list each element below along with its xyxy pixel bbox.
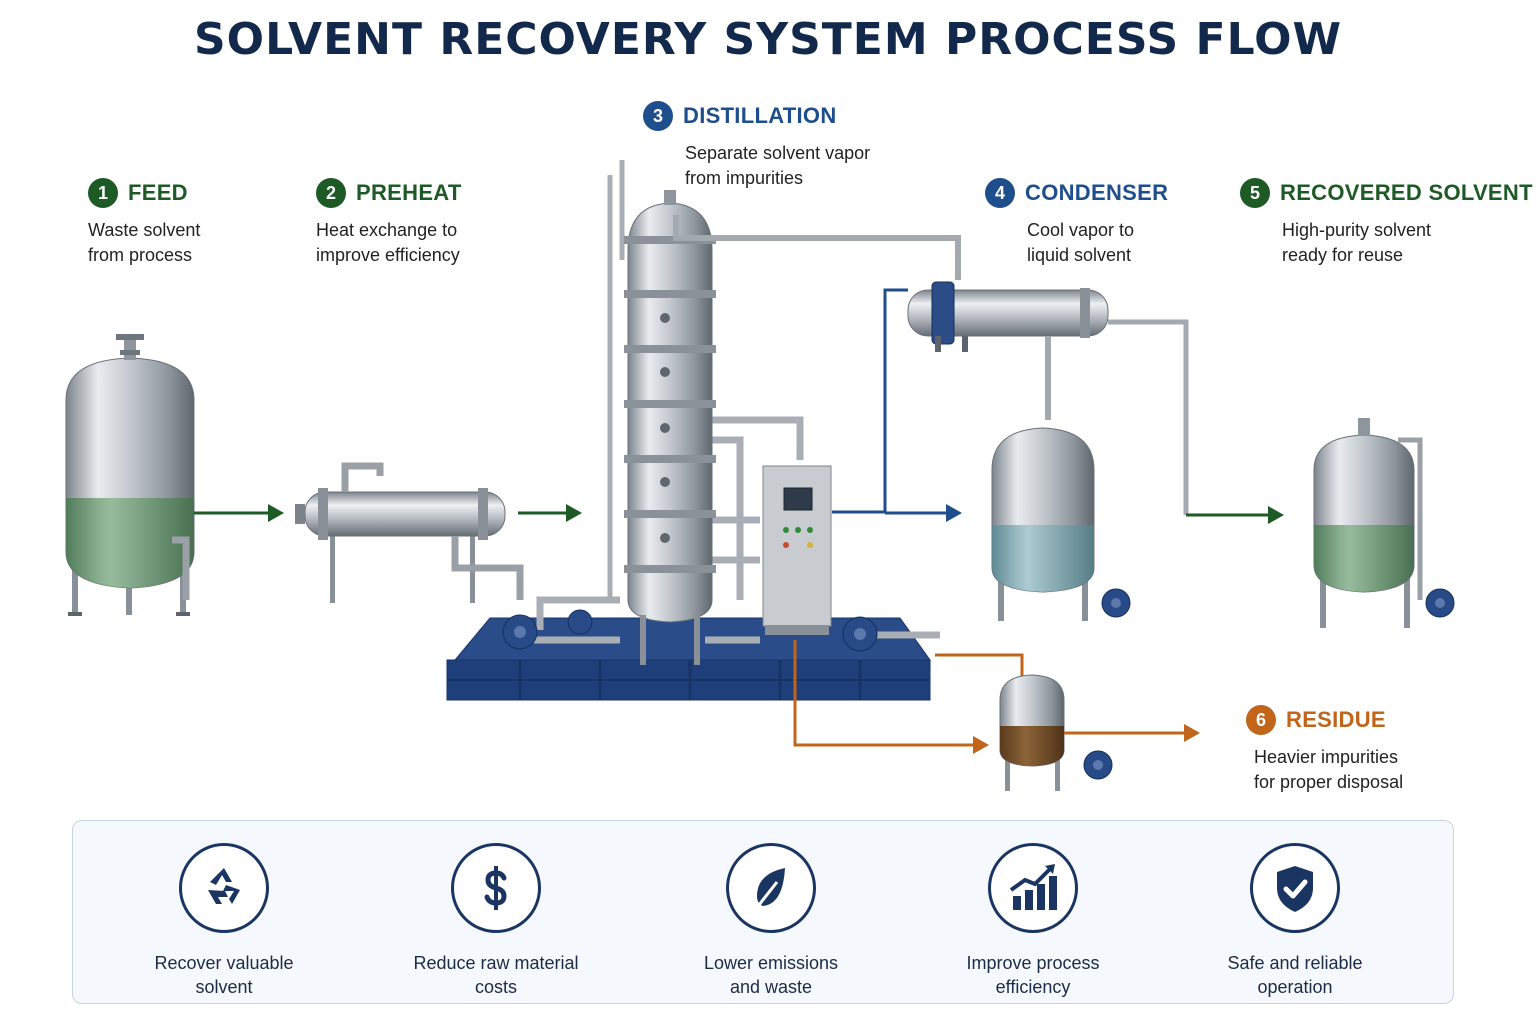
step-number-badge: 3 — [643, 101, 673, 131]
step-title: DISTILLATION — [683, 103, 837, 128]
step-number-badge: 1 — [88, 178, 118, 208]
control-panel — [762, 465, 832, 635]
shield-check-icon — [1250, 843, 1340, 933]
skid-pumps — [502, 609, 878, 652]
growth-chart-icon — [988, 843, 1078, 933]
vapor-line — [673, 215, 961, 280]
step-title: PREHEAT — [356, 180, 462, 205]
condenser — [907, 281, 1189, 515]
dollar-icon — [451, 843, 541, 933]
step-title: RECOVERED SOLVENT — [1280, 180, 1533, 205]
distillation-column — [624, 190, 716, 665]
preheat-exchanger — [295, 462, 524, 603]
vapor-flow-line — [832, 288, 908, 514]
recycle-icon — [179, 843, 269, 933]
residue-flow-line — [793, 640, 975, 747]
feed-tank — [65, 334, 195, 616]
recovered-tank — [1313, 418, 1455, 628]
step-title: RESIDUE — [1286, 707, 1386, 732]
receiver-tank — [991, 427, 1131, 621]
residue-tank — [999, 674, 1113, 791]
step-title: CONDENSER — [1025, 180, 1169, 205]
step-number-badge: 2 — [316, 178, 346, 208]
step-number-badge: 5 — [1240, 178, 1270, 208]
step-number-badge: 6 — [1246, 705, 1276, 735]
step-title: FEED — [128, 180, 188, 205]
leaf-icon — [726, 843, 816, 933]
step-number-badge: 4 — [985, 178, 1015, 208]
skid-piping — [520, 160, 940, 644]
page-title: SOLVENT RECOVERY SYSTEM PROCESS FLOW — [193, 14, 1343, 65]
